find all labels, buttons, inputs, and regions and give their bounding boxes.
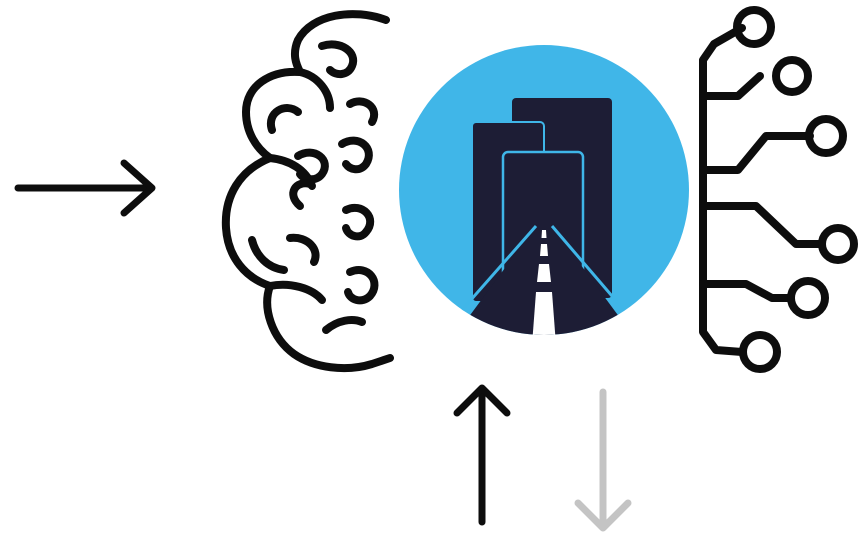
arrow-right-icon: [18, 163, 152, 213]
arrow-up-icon: [457, 388, 507, 522]
brain-icon: [226, 14, 390, 368]
road-between-buildings-icon: [399, 45, 689, 345]
arrow-down-icon: [578, 392, 628, 528]
circuit-icon: [703, 10, 854, 369]
